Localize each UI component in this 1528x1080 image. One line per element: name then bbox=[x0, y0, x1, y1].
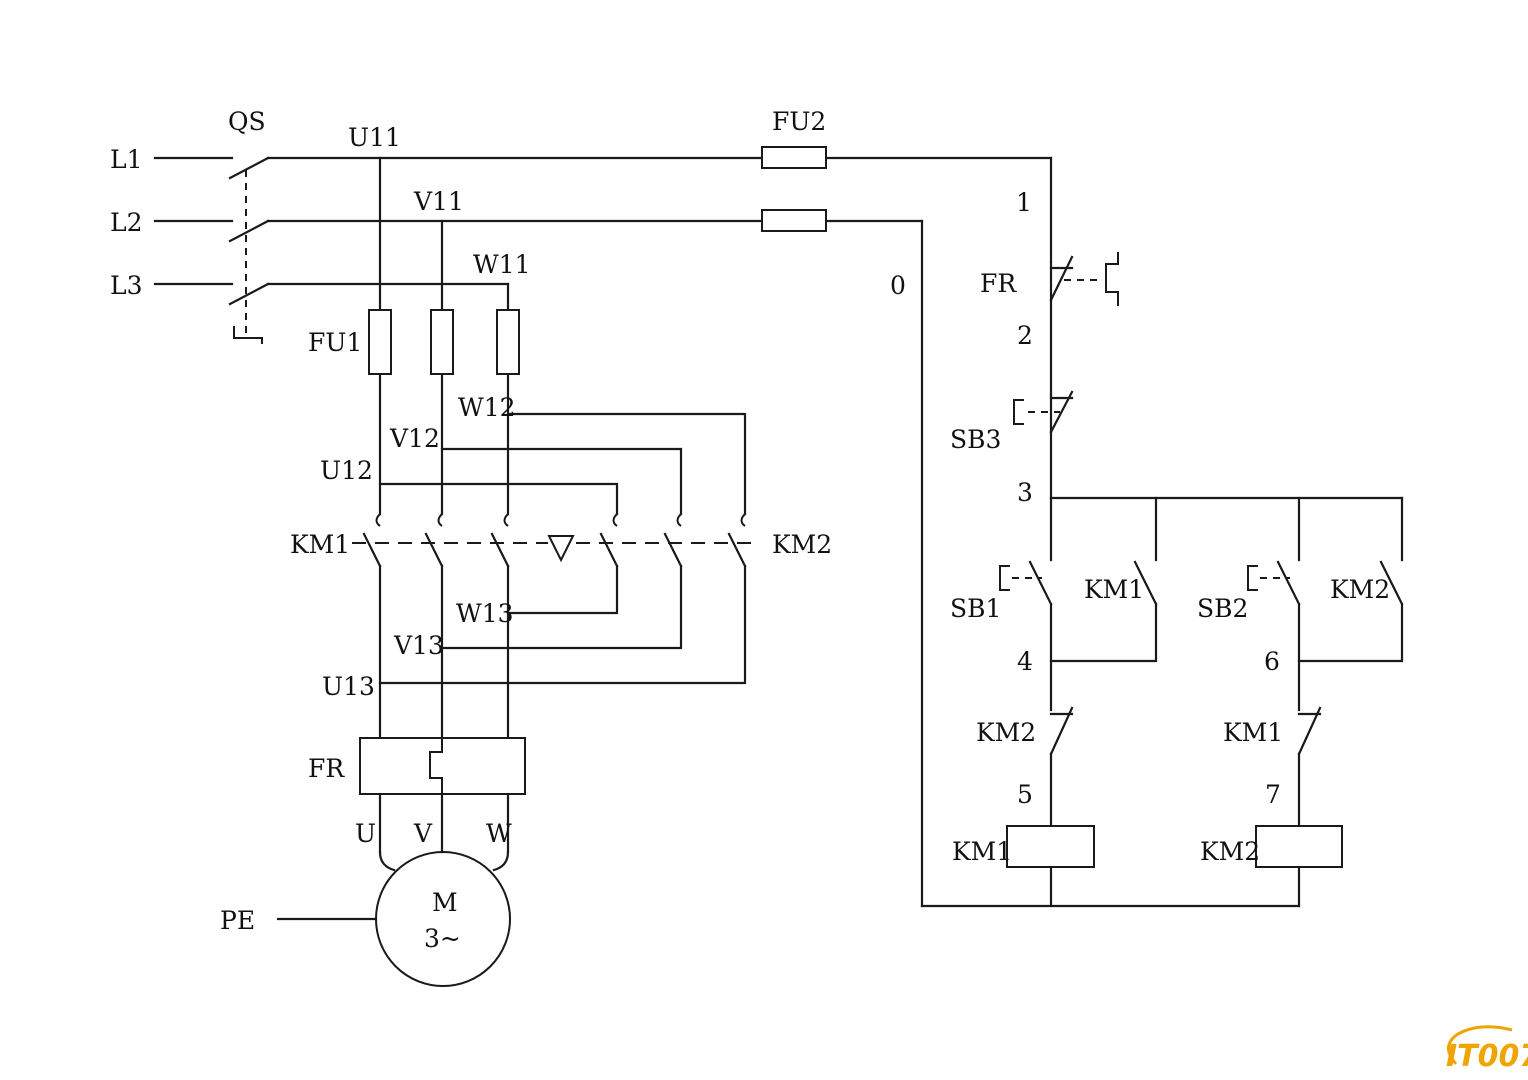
label-u11: U11 bbox=[348, 123, 401, 152]
logo-text: IT007 bbox=[1446, 1039, 1528, 1074]
label-km1-main: KM1 bbox=[290, 530, 350, 559]
label-l2: L2 bbox=[110, 208, 143, 237]
label-node-1: 1 bbox=[1016, 188, 1032, 217]
label-w: W bbox=[486, 819, 512, 848]
label-km2-interlock: KM2 bbox=[976, 718, 1036, 747]
label-u: U bbox=[355, 819, 376, 848]
isolator-qs bbox=[228, 156, 270, 344]
label-sb3: SB3 bbox=[950, 425, 1001, 454]
label-v12: V12 bbox=[389, 424, 440, 453]
thermal-relay-fr bbox=[359, 737, 526, 795]
label-motor-phase: 3~ bbox=[424, 924, 461, 953]
motor-leads bbox=[378, 792, 510, 872]
label-km1-coil: KM1 bbox=[952, 837, 1012, 866]
label-node-0: 0 bbox=[890, 271, 906, 300]
phase-wires bbox=[378, 156, 510, 516]
coil-km2 bbox=[1255, 825, 1343, 908]
bus-lines bbox=[266, 156, 1053, 908]
fr-nc-contact bbox=[1049, 252, 1119, 397]
label-pe: PE bbox=[220, 906, 255, 935]
label-v11: V11 bbox=[413, 187, 464, 216]
label-fr-main: FR bbox=[308, 754, 345, 783]
label-fu1: FU1 bbox=[308, 328, 362, 357]
label-qs: QS bbox=[228, 107, 266, 136]
km2-holding-contact bbox=[1297, 560, 1404, 663]
supply-lines bbox=[153, 156, 234, 286]
label-u12: U12 bbox=[320, 456, 373, 485]
label-w13: W13 bbox=[456, 599, 514, 628]
km2-interlock-contact bbox=[1049, 706, 1074, 828]
label-u13: U13 bbox=[322, 672, 375, 701]
label-node-6: 6 bbox=[1264, 647, 1280, 676]
km2-top-crosswires bbox=[378, 412, 747, 516]
sb2-reverse-button bbox=[1247, 560, 1301, 712]
it007-logo: IT007 bbox=[1446, 1025, 1528, 1074]
label-sb2: SB2 bbox=[1197, 594, 1248, 623]
fuse-fu1 bbox=[368, 309, 520, 375]
label-node-5: 5 bbox=[1017, 780, 1033, 809]
label-w12: W12 bbox=[458, 393, 516, 422]
label-fr-ctrl: FR bbox=[980, 269, 1017, 298]
label-node-4: 4 bbox=[1017, 647, 1033, 676]
fuse-fu2 bbox=[761, 146, 827, 232]
node3-bus bbox=[1049, 496, 1404, 562]
label-km2-coil: KM2 bbox=[1200, 837, 1260, 866]
label-v13: V13 bbox=[393, 631, 444, 660]
km1-holding-contact bbox=[1049, 560, 1158, 663]
label-km2-main: KM2 bbox=[772, 530, 832, 559]
km1-interlock-contact bbox=[1297, 706, 1322, 828]
label-fu2: FU2 bbox=[772, 107, 826, 136]
label-km1-hold: KM1 bbox=[1084, 575, 1144, 604]
km2-bottom-crosswires bbox=[378, 564, 747, 685]
label-w11: W11 bbox=[473, 250, 531, 279]
label-sb1: SB1 bbox=[950, 594, 1001, 623]
contactor-main-contacts bbox=[352, 513, 756, 568]
coil-km1 bbox=[1006, 825, 1095, 908]
label-node-3: 3 bbox=[1017, 478, 1033, 507]
label-km2-hold: KM2 bbox=[1330, 575, 1390, 604]
label-motor-m: M bbox=[432, 888, 458, 917]
phase-wires-lower bbox=[378, 564, 510, 740]
sb3-stop-button bbox=[1013, 390, 1074, 500]
label-node-7: 7 bbox=[1265, 780, 1281, 809]
labels: L1 L2 L3 QS U11 V11 W11 FU2 FU1 W12 V12 … bbox=[110, 107, 1390, 953]
label-v: V bbox=[413, 819, 433, 848]
sb1-forward-button bbox=[999, 560, 1053, 712]
label-l3: L3 bbox=[110, 271, 143, 300]
label-node-2: 2 bbox=[1017, 321, 1033, 350]
motor bbox=[276, 851, 511, 987]
label-l1: L1 bbox=[110, 145, 143, 174]
label-km1-interlock: KM1 bbox=[1223, 718, 1283, 747]
